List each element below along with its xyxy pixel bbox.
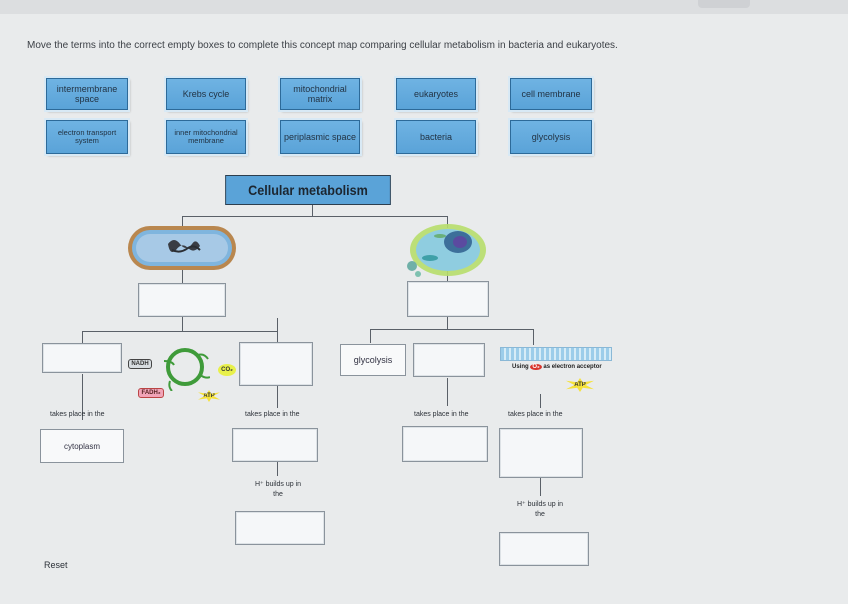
term-eukaryotes[interactable]: eukaryotes [396, 78, 476, 110]
term-electron-transport-system[interactable]: electron transport system [46, 120, 128, 154]
atp-burst-icon: ATP [198, 390, 220, 402]
connector-line [447, 316, 448, 330]
drop-box-krebs-location[interactable] [402, 426, 488, 462]
takes-place-label: takes place in the [245, 411, 300, 418]
co2-label: CO₂ [218, 364, 236, 376]
connector-line [82, 331, 278, 332]
term-mitochondrial-matrix[interactable]: mitochondrial matrix [280, 78, 360, 110]
eukaryotic-cell-image [407, 224, 486, 277]
placed-glycolysis[interactable]: glycolysis [340, 344, 406, 376]
term-glycolysis[interactable]: glycolysis [510, 120, 592, 154]
drop-box-bacteria-h-buildup[interactable] [235, 511, 325, 545]
connector-line [540, 394, 541, 408]
concept-map-title: Cellular metabolism [225, 175, 391, 205]
drop-box-bacteria-ets-location[interactable] [232, 428, 318, 462]
term-krebs-cycle[interactable]: Krebs cycle [166, 78, 246, 110]
membrane-illustration [500, 347, 612, 361]
drop-box-eukaryote-krebs[interactable] [413, 343, 485, 377]
takes-place-label: takes place in the [414, 411, 469, 418]
connector-line [277, 462, 278, 476]
top-strip [0, 0, 848, 14]
bacterium-image [128, 226, 236, 270]
fadh2-label: FADH₂ [138, 388, 164, 398]
connector-line [182, 216, 183, 228]
connector-line [82, 374, 83, 420]
reset-button[interactable]: Reset [44, 560, 68, 570]
nadh-label: NADH [128, 359, 152, 369]
instructions: Move the terms into the correct empty bo… [27, 40, 618, 51]
takes-place-label: takes place in the [50, 411, 105, 418]
drop-box-eukaryote-h-buildup[interactable] [499, 532, 589, 566]
drop-box-bacteria-glycolysis[interactable] [42, 343, 122, 373]
connector-line [447, 270, 448, 282]
connector-line [370, 329, 371, 343]
electron-acceptor-label: Using O₂ as electron acceptor [512, 364, 602, 370]
o2-icon: O₂ [530, 364, 542, 370]
top-button[interactable] [698, 0, 750, 8]
connector-line [540, 478, 541, 496]
connector-line [82, 331, 83, 343]
connector-line [370, 329, 534, 330]
h-builds-up-label: H⁺ builds up in the [516, 501, 564, 518]
connector-line [447, 378, 448, 406]
placed-cytoplasm[interactable]: cytoplasm [40, 429, 124, 463]
connector-line [277, 386, 278, 408]
term-periplasmic-space[interactable]: periplasmic space [280, 120, 360, 154]
connector-line [277, 318, 278, 342]
term-inner-mitochondrial-membrane[interactable]: inner mitochondrial membrane [166, 120, 246, 154]
drop-box-ets-location[interactable] [499, 428, 583, 478]
term-intermembrane-space[interactable]: intermembrane space [46, 78, 128, 110]
h-builds-up-label: H⁺ builds up in the [254, 481, 302, 498]
connector-line [182, 316, 183, 332]
connector-line [182, 216, 448, 217]
drop-box-eukaryotes[interactable] [407, 281, 489, 317]
term-cell-membrane[interactable]: cell membrane [510, 78, 592, 110]
takes-place-label: takes place in the [508, 411, 563, 418]
connector-line [312, 205, 313, 217]
krebs-cycle-icon [163, 348, 210, 391]
term-bacteria[interactable]: bacteria [396, 120, 476, 154]
drop-box-bacteria-ets[interactable] [239, 342, 313, 386]
connector-line [447, 216, 448, 228]
atp-burst-icon: ATP [566, 378, 594, 392]
connector-line [533, 329, 534, 345]
drop-box-bacteria[interactable] [138, 283, 226, 317]
connector-line [182, 268, 183, 284]
